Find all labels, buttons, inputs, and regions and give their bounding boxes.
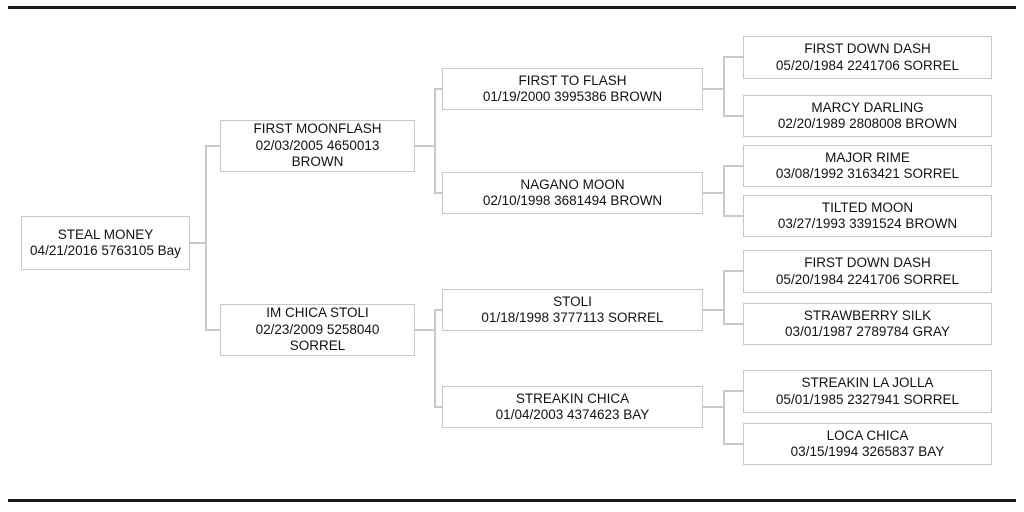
horse-details: 05/20/1984 2241706 SORREL bbox=[775, 57, 960, 73]
horse-name: FIRST DOWN DASH bbox=[804, 41, 931, 56]
horse-details: 02/23/2009 5258040 bbox=[255, 321, 380, 337]
connector-line bbox=[436, 406, 442, 408]
pedigree-node-tilted-moon: TILTED MOON 03/27/1993 3391524 BROWN bbox=[743, 195, 992, 237]
horse-color: BROWN bbox=[291, 154, 344, 170]
horse-details: 03/08/1992 3163421 SORREL bbox=[775, 166, 960, 181]
horse-details: 02/20/1989 2808008 BROWN bbox=[777, 116, 958, 131]
horse-details: 03/27/1993 3391524 BROWN bbox=[777, 216, 958, 231]
connector-line bbox=[207, 145, 220, 147]
pedigree-node-first-to-flash: FIRST TO FLASH 01/19/2000 3995386 BROWN bbox=[442, 68, 703, 110]
horse-name: STRAWBERRY SILK bbox=[803, 307, 932, 323]
horse-details: 03/15/1994 3265837 BAY bbox=[790, 444, 945, 459]
horse-name: MARCY DARLING bbox=[811, 99, 924, 115]
horse-color: SORREL bbox=[289, 338, 346, 354]
horse-name: FIRST MOONFLASH bbox=[253, 121, 382, 137]
connector-line bbox=[725, 323, 743, 325]
pedigree-node-loca-chica: LOCA CHICA 03/15/1994 3265837 BAY bbox=[743, 423, 992, 465]
connector-line bbox=[415, 145, 436, 147]
horse-name: IM CHICA STOLI bbox=[266, 305, 369, 321]
horse-details: 01/18/1998 3777113 SORREL bbox=[481, 310, 664, 325]
pedigree-node-stoli: STOLI 01/18/1998 3777113 SORREL bbox=[442, 289, 703, 331]
connector-line bbox=[207, 329, 220, 331]
horse-name: MAJOR RIME bbox=[825, 149, 910, 165]
connector-line bbox=[205, 145, 207, 331]
pedigree-node-marcy-darling: MARCY DARLING 02/20/1989 2808008 BROWN bbox=[743, 95, 992, 137]
pedigree-node-first-moonflash: FIRST MOONFLASH 02/03/2005 4650013 BROWN bbox=[220, 120, 415, 172]
horse-details: 05/20/1984 2241706 SORREL bbox=[775, 271, 960, 287]
pedigree-node-streakin-la-jolla: STREAKIN LA JOLLA 05/01/1985 2327941 SOR… bbox=[743, 370, 992, 413]
connector-line bbox=[436, 309, 442, 311]
pedigree-node-streakin-chica: STREAKIN CHICA 01/04/2003 4374623 BAY bbox=[442, 386, 703, 428]
horse-details: 02/03/2005 4650013 bbox=[255, 137, 380, 153]
connector-line bbox=[723, 390, 725, 445]
horse-name: FIRST TO FLASH bbox=[518, 72, 627, 88]
pedigree-node-steal-money: STEAL MONEY 04/21/2016 5763105 Bay bbox=[21, 216, 190, 270]
pedigree-node-strawberry-silk: STRAWBERRY SILK 03/01/1987 2789784 GRAY bbox=[743, 303, 992, 345]
connector-line bbox=[190, 242, 206, 244]
horse-details: 04/21/2016 5763105 Bay bbox=[30, 243, 181, 258]
connector-line bbox=[725, 56, 743, 58]
horse-details: 01/19/2000 3995386 BROWN bbox=[482, 89, 663, 104]
connector-line bbox=[725, 390, 743, 392]
connector-line bbox=[703, 192, 723, 194]
horse-name: STREAKIN LA JOLLA bbox=[801, 375, 934, 390]
horse-details: 02/10/1998 3681494 BROWN bbox=[482, 193, 663, 208]
connector-line bbox=[703, 406, 723, 408]
connector-line bbox=[723, 165, 725, 217]
pedigree-node-first-down-dash-sire: FIRST DOWN DASH 05/20/1984 2241706 SORRE… bbox=[743, 36, 992, 79]
horse-name: NAGANO MOON bbox=[520, 176, 625, 192]
connector-line bbox=[725, 115, 743, 117]
horse-details: 01/04/2003 4374623 BAY bbox=[495, 407, 650, 422]
horse-name: TILTED MOON bbox=[821, 199, 914, 215]
connector-line bbox=[434, 88, 436, 194]
pedigree-node-major-rime: MAJOR RIME 03/08/1992 3163421 SORREL bbox=[743, 145, 992, 187]
top-rule bbox=[8, 6, 1016, 9]
pedigree-node-first-down-dash-dam: FIRST DOWN DASH 05/20/1984 2241706 SORRE… bbox=[743, 250, 992, 293]
bottom-rule bbox=[8, 499, 1016, 502]
horse-details: 03/01/1987 2789784 GRAY bbox=[785, 324, 950, 339]
connector-line bbox=[723, 56, 725, 117]
connector-line bbox=[703, 88, 723, 90]
connector-line bbox=[434, 309, 436, 408]
pedigree-node-im-chica-stoli: IM CHICA STOLI 02/23/2009 5258040 SORREL bbox=[220, 304, 415, 356]
connector-line bbox=[703, 309, 723, 311]
horse-name: STREAKIN CHICA bbox=[515, 390, 630, 406]
connector-line bbox=[723, 270, 725, 325]
horse-name: LOCA CHICA bbox=[826, 427, 909, 443]
horse-name: STOLI bbox=[553, 293, 592, 309]
horse-name: STEAL MONEY bbox=[57, 226, 154, 242]
connector-line bbox=[436, 192, 442, 194]
connector-line bbox=[725, 443, 743, 445]
horse-details: 05/01/1985 2327941 SORREL bbox=[775, 391, 960, 407]
pedigree-node-nagano-moon: NAGANO MOON 02/10/1998 3681494 BROWN bbox=[442, 172, 703, 214]
connector-line bbox=[415, 329, 436, 331]
connector-line bbox=[725, 270, 743, 272]
connector-line bbox=[436, 88, 442, 90]
connector-line bbox=[725, 165, 743, 167]
horse-name: FIRST DOWN DASH bbox=[804, 255, 931, 270]
connector-line bbox=[725, 215, 743, 217]
